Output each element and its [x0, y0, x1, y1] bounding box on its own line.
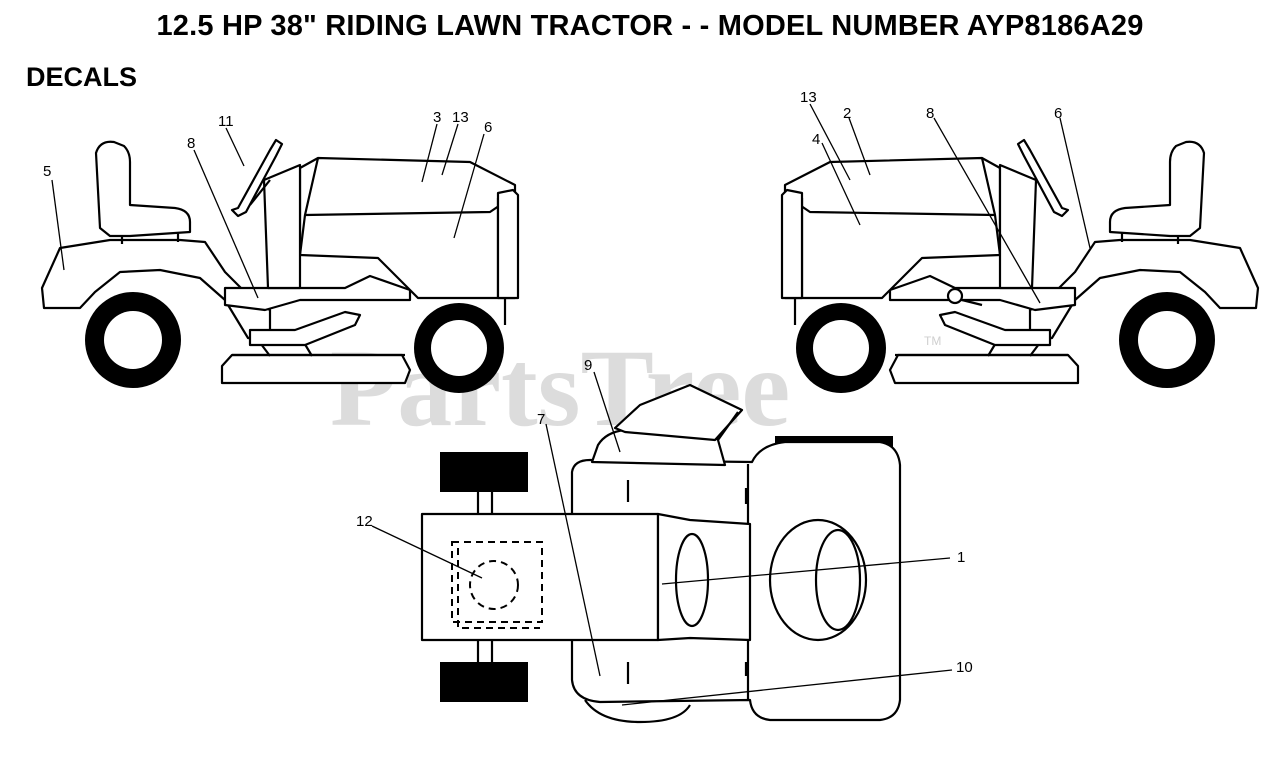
- tractor-left-side-view: [40, 138, 520, 393]
- watermark-trademark: TM: [924, 334, 941, 348]
- section-heading: DECALS: [26, 62, 138, 92]
- callout-4-right: 4: [812, 131, 820, 148]
- callout-8-right: 8: [926, 105, 934, 122]
- callout-3-left: 3: [433, 109, 441, 126]
- callout-11-left: 11: [218, 113, 234, 130]
- tractor-top-view: [420, 383, 902, 724]
- callout-6-left: 6: [484, 119, 492, 136]
- callout-5-left: 5: [43, 163, 51, 180]
- callout-8-left: 8: [187, 135, 195, 152]
- callout-9-top: 9: [584, 357, 592, 374]
- callout-7-top: 7: [537, 411, 545, 428]
- callout-13-right: 13: [800, 89, 817, 106]
- tractor-right-side-view: [780, 138, 1260, 393]
- callout-6-right: 6: [1054, 105, 1062, 122]
- page-title: 12.5 HP 38" RIDING LAWN TRACTOR - - MODE…: [156, 10, 1144, 42]
- callout-12-top: 12: [356, 513, 373, 530]
- callout-2-right: 2: [843, 105, 851, 122]
- callout-13-left: 13: [452, 109, 469, 126]
- callout-10-top: 10: [956, 659, 973, 676]
- callout-1-top: 1: [957, 549, 965, 566]
